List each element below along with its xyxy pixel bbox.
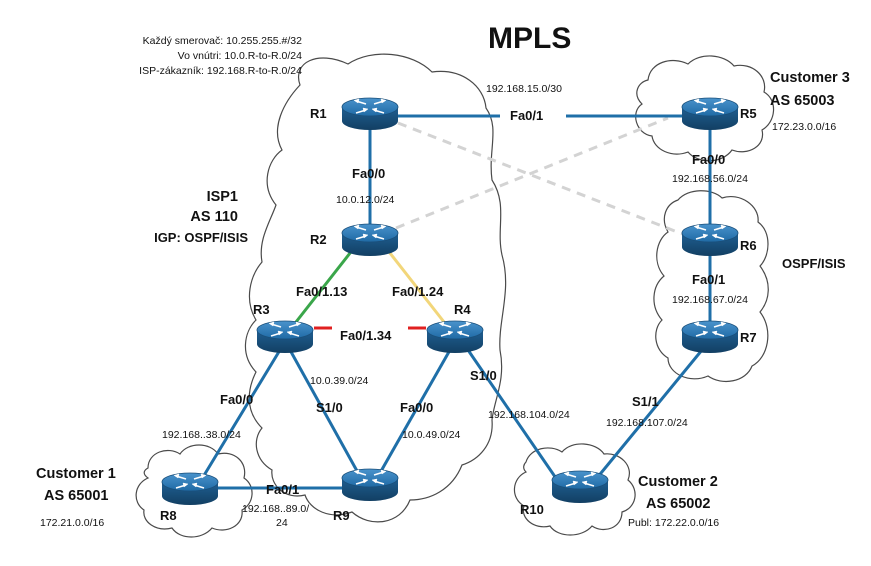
- net-r3-r8: 192.168..38.0/24: [162, 429, 241, 441]
- link-r4-r10: [466, 349, 562, 485]
- link-r7-r10: [590, 349, 704, 485]
- isp1-cloud: [244, 53, 507, 523]
- ospf-isis-label: OSPF/ISIS: [782, 256, 846, 271]
- isp1-as: AS 110: [190, 209, 238, 225]
- dashed-link-r2-r5: [395, 116, 669, 230]
- link-r3-r9: [288, 349, 364, 481]
- net-r5-r6: 192.168.56.0/24: [672, 173, 748, 185]
- router-r9-icon[interactable]: [341, 468, 399, 502]
- customer2-as: AS 65002: [646, 496, 711, 512]
- customer2-name: Customer 2: [638, 474, 718, 490]
- link-r2-r4: [384, 247, 446, 323]
- net-r1-r2: 10.0.12.0/24: [336, 194, 395, 206]
- iface-r1-r2: Fa0/0: [352, 166, 385, 181]
- iface-r3-r8: Fa0/0: [220, 392, 253, 407]
- router-r6-icon[interactable]: [681, 223, 739, 257]
- link-r3-r8: [198, 349, 282, 483]
- isp1-igp: IGP: OSPF/ISIS: [154, 230, 248, 245]
- router-r2-label: R2: [310, 232, 327, 247]
- iface-r7-r10: S1/1: [632, 394, 659, 409]
- iface-r4-r9: Fa0/0: [400, 400, 433, 415]
- net-r8-r9-b: 24: [276, 517, 288, 529]
- router-r5-icon[interactable]: [681, 97, 739, 131]
- customer2-net: Publ: 172.22.0.0/16: [628, 517, 719, 529]
- customer3-net: 172.23.0.0/16: [772, 121, 836, 133]
- router-r8-label: R8: [160, 508, 177, 523]
- iface-r5-r6: Fa0/0: [692, 152, 725, 167]
- net-r6-r7: 192.168.67.0/24: [672, 294, 748, 306]
- iface-r1-r5: Fa0/1: [510, 108, 543, 123]
- router-r1-label: R1: [310, 106, 327, 121]
- router-r10-icon[interactable]: [551, 470, 609, 504]
- legend-line-3: ISP-zákazník: 192.168.R-to-R.0/24: [139, 65, 302, 77]
- router-r7-icon[interactable]: [681, 320, 739, 354]
- iface-r4-r10: S1/0: [470, 368, 497, 383]
- router-r7-label: R7: [740, 330, 757, 345]
- isp1-name: ISP1: [207, 189, 238, 205]
- router-r6-label: R6: [740, 238, 757, 253]
- net-r3-r9: 10.0.39.0/24: [310, 375, 369, 387]
- router-r4-icon[interactable]: [426, 320, 484, 354]
- iface-r3-r9: S1/0: [316, 400, 343, 415]
- link-r4-r9: [374, 349, 452, 481]
- router-r3-icon[interactable]: [256, 320, 314, 354]
- legend-line-1: Každý smerovač: 10.255.255.#/32: [143, 35, 303, 47]
- router-r1-icon[interactable]: [341, 97, 399, 131]
- router-r3-label: R3: [253, 302, 270, 317]
- customer1-name: Customer 1: [36, 466, 116, 482]
- diagram-title: MPLS: [488, 22, 571, 55]
- iface-r8-r9: Fa0/1: [266, 482, 299, 497]
- iface-r2-r3: Fa0/1.13: [296, 284, 347, 299]
- customer1-net: 172.21.0.0/16: [40, 517, 104, 529]
- customer3-name: Customer 3: [770, 70, 850, 86]
- net-r1-r5: 192.168.15.0/30: [486, 83, 562, 95]
- router-r2-icon[interactable]: [341, 223, 399, 257]
- customer1-as: AS 65001: [44, 488, 109, 504]
- link-r2-r3: [294, 247, 356, 323]
- router-r4-label: R4: [454, 302, 471, 317]
- iface-r2-r4: Fa0/1.24: [392, 284, 444, 299]
- router-r9-label: R9: [333, 508, 350, 523]
- iface-r6-r7: Fa0/1: [692, 272, 725, 287]
- iface-r3-r4: Fa0/1.34: [340, 328, 392, 343]
- router-r5-label: R5: [740, 106, 757, 121]
- net-r8-r9-a: 192.168..89.0/: [242, 503, 309, 515]
- dashed-link-r1-r6: [397, 121, 686, 237]
- router-r10-label: R10: [520, 502, 544, 517]
- net-r7-r10: 192.168.107.0/24: [606, 417, 688, 429]
- net-r4-r9: 10.0.49.0/24: [402, 429, 461, 441]
- customer3-as: AS 65003: [770, 93, 835, 109]
- legend-line-2: Vo vnútri: 10.0.R-to-R.0/24: [178, 50, 302, 62]
- router-r8-icon[interactable]: [161, 472, 219, 506]
- net-r4-r10: 192.168.104.0/24: [488, 409, 570, 421]
